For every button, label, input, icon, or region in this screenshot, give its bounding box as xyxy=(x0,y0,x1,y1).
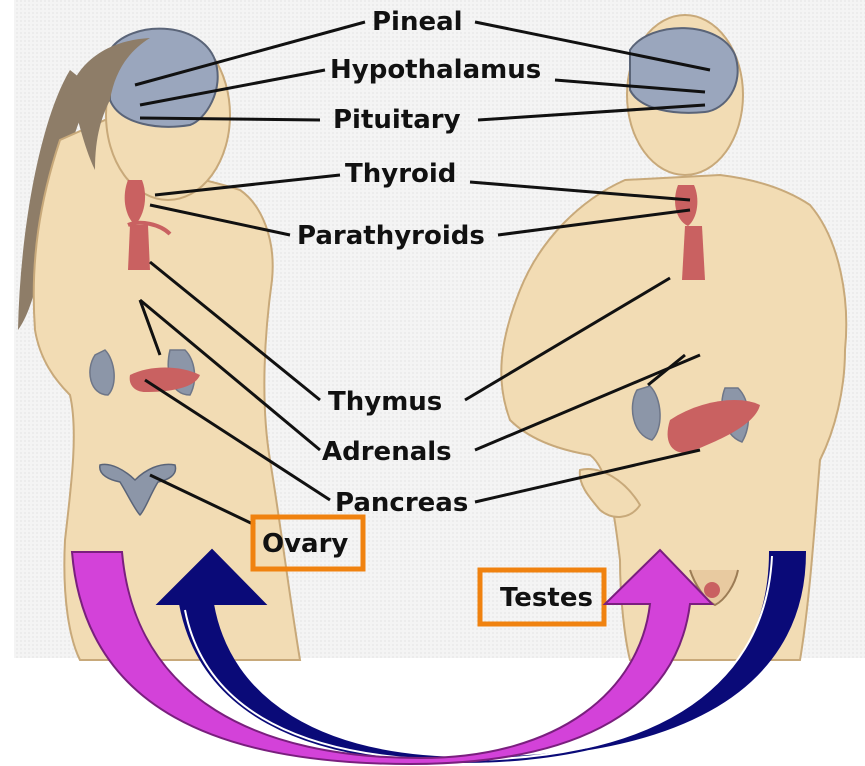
label-hypothalamus: Hypothalamus xyxy=(330,55,541,85)
female-thymus xyxy=(128,225,150,270)
male-testis-gland xyxy=(704,582,720,598)
label-thyroid: Thyroid xyxy=(345,159,456,189)
male-brain xyxy=(630,28,738,113)
label-pituitary: Pituitary xyxy=(333,105,461,135)
male-thymus xyxy=(682,226,705,280)
label-adrenals: Adrenals xyxy=(322,437,452,467)
label-pineal: Pineal xyxy=(372,7,463,37)
label-ovary: Ovary xyxy=(262,529,348,559)
label-testes: Testes xyxy=(500,583,593,613)
label-pancreas: Pancreas xyxy=(335,488,468,518)
label-parathyroids: Parathyroids xyxy=(297,221,485,251)
label-thymus: Thymus xyxy=(328,387,442,417)
